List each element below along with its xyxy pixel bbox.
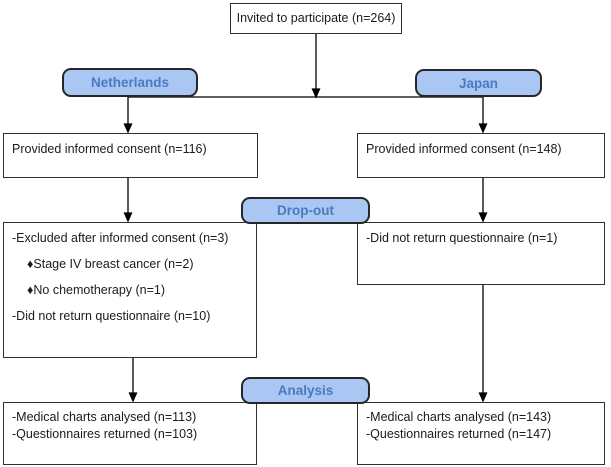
analysis-pill-label: Analysis	[277, 383, 334, 398]
invited-box: Invited to participate (n=264)	[230, 3, 402, 34]
nl-dropout-box: -Excluded after informed consent (n=3) ♦…	[3, 222, 257, 358]
nl-analysis-line: -Medical charts analysed (n=113)	[12, 410, 197, 424]
arrowhead-nl-dropout	[123, 212, 133, 223]
dropout-pill: Drop-out	[241, 197, 370, 224]
arrowhead-invited	[311, 88, 321, 99]
jp-consent-label: Provided informed consent (n=148)	[366, 142, 562, 156]
nl-dropout-line: -Did not return questionnaire (n=10)	[12, 309, 211, 323]
jp-consent-box: Provided informed consent (n=148)	[357, 133, 605, 178]
nl-consent-label: Provided informed consent (n=116)	[12, 142, 207, 156]
arrowhead-jp-consent	[478, 123, 488, 134]
jp-dropout-line: -Did not return questionnaire (n=1)	[366, 231, 558, 245]
arrowhead-jp-dropout	[478, 212, 488, 223]
analysis-pill: Analysis	[241, 377, 370, 404]
connector-group	[123, 34, 488, 403]
japan-pill-label: Japan	[458, 75, 499, 91]
invited-box-label: Invited to participate (n=264)	[236, 11, 396, 25]
jp-analysis-line: -Questionnaires returned (n=147)	[366, 427, 552, 441]
dropout-pill-label: Drop-out	[277, 203, 334, 218]
nl-dropout-line: -Excluded after informed consent (n=3)	[12, 231, 229, 245]
nl-consent-box: Provided informed consent (n=116)	[3, 133, 258, 178]
netherlands-pill: Netherlands	[62, 68, 198, 97]
netherlands-pill-label: Netherlands	[90, 75, 170, 90]
nl-dropout-line: ♦No chemotherapy (n=1)	[27, 283, 166, 297]
jp-analysis-box: -Medical charts analysed (n=143) -Questi…	[357, 402, 605, 465]
japan-pill: Japan	[415, 69, 542, 97]
arrowhead-nl-analysis	[128, 392, 138, 403]
nl-analysis-line: -Questionnaires returned (n=103)	[12, 427, 198, 441]
jp-analysis-line: -Medical charts analysed (n=143)	[366, 410, 552, 424]
arrowhead-jp-analysis	[478, 392, 488, 403]
nl-dropout-line: ♦Stage IV breast cancer (n=2)	[27, 257, 194, 271]
nl-analysis-box: -Medical charts analysed (n=113) -Questi…	[3, 402, 257, 465]
arrowhead-nl-consent	[123, 123, 133, 134]
jp-dropout-box: -Did not return questionnaire (n=1)	[357, 222, 605, 285]
